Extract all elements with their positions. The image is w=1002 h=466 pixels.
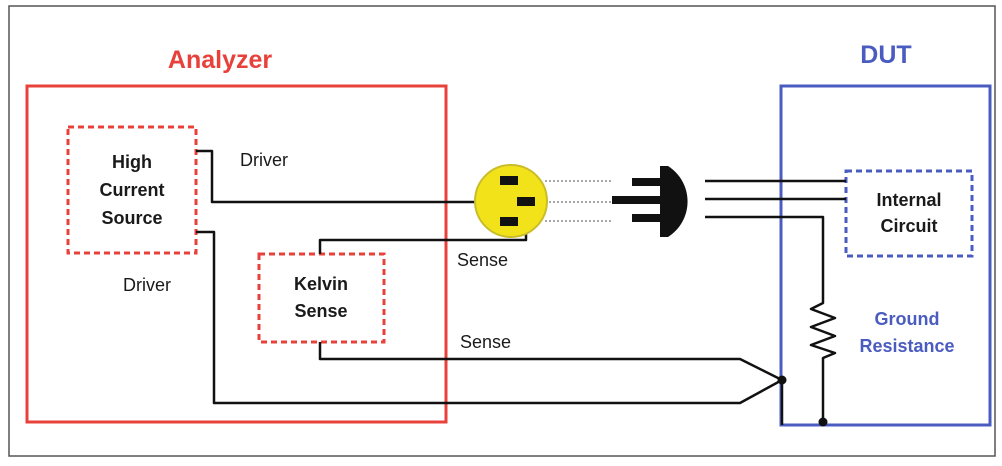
- dut-title: DUT: [860, 41, 911, 69]
- analyzer-box: [25, 84, 448, 424]
- driver-label-top: Driver: [240, 150, 288, 170]
- junction-dot: [777, 375, 787, 385]
- wiring: [196, 149, 846, 425]
- plug-icon: [612, 166, 688, 237]
- ground-label-line-2: Resistance: [859, 336, 954, 356]
- circuit-label-line-2: Circuit: [880, 216, 937, 236]
- dut-box: [779, 84, 992, 427]
- internal-circuit-box: [844, 169, 974, 258]
- analyzer-title: Analyzer: [168, 46, 272, 74]
- kelvin-label-line-1: Kelvin: [294, 274, 348, 294]
- circuit-label-line-1: Internal: [876, 190, 941, 210]
- source-label-line-1: High: [112, 152, 152, 172]
- driver-wire-top: [196, 149, 513, 204]
- source-label-line-3: Source: [101, 208, 162, 228]
- driver-label-bottom: Driver: [123, 275, 171, 295]
- high-current-source-box: [66, 125, 198, 255]
- three-pin-socket-icon: [474, 164, 548, 238]
- dotted-wires: [545, 180, 612, 222]
- ground-label-line-1: Ground: [875, 309, 940, 329]
- sense-wire-lower: [318, 342, 783, 382]
- kelvin-label-line-2: Sense: [294, 301, 347, 321]
- source-label-line-2: Current: [99, 180, 164, 200]
- sense-label-lower: Sense: [460, 332, 511, 352]
- driver-wire-bottom: [196, 230, 783, 405]
- ground-dot: [818, 417, 828, 427]
- kelvin-sense-box: [257, 252, 386, 344]
- resistor-icon: [809, 297, 837, 362]
- diagram-frame: [8, 5, 996, 457]
- plug-wire-bottom: [705, 215, 825, 297]
- sense-label-upper: Sense: [457, 250, 508, 270]
